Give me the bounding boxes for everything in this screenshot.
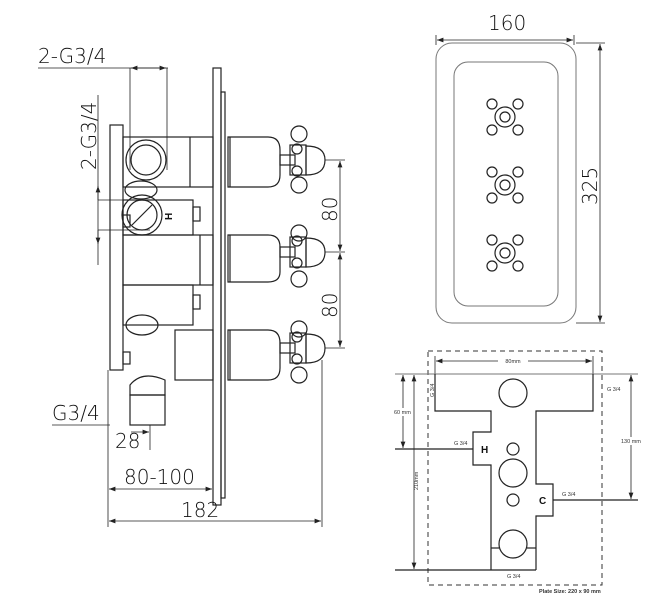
bottom-outlet-label: G 3/4 — [507, 574, 520, 580]
hot-inlet-label: G 3/4 — [454, 441, 467, 447]
cross-handles — [486, 98, 524, 272]
template-width-dim: 80mm — [505, 359, 521, 365]
outlet-depth-dim: 28 — [115, 429, 140, 453]
spacing-dim-1: 80 — [318, 197, 342, 222]
outlet-label: G3/4 — [52, 401, 100, 425]
top-to-hot-dim: 60 mm — [394, 410, 411, 416]
valve-handles — [227, 125, 326, 384]
hot-marker: H — [164, 213, 175, 220]
total-height-dim: 210mm — [414, 471, 420, 490]
width-dim: 160 — [488, 11, 526, 35]
rough-in-template: 80mm H C 60 mm 210mm 130 mm G 3/4 G 3/4 … — [394, 350, 644, 595]
front-view: 160 325 — [435, 11, 605, 324]
spacing-dim-2: 80 — [318, 293, 342, 318]
side-view: 2-G3/4 2-G3/4 H — [38, 44, 345, 527]
cold-inlet-marker: C — [539, 496, 546, 507]
plate-size-label: Plate Size: 220 x 90 mm — [539, 589, 601, 595]
top-left-label: G 3/4 — [430, 384, 436, 397]
top-to-cold-dim: 130 mm — [621, 439, 641, 445]
wall-depth-dim: 80-100 — [124, 465, 195, 489]
top-inlets-label: 2-G3/4 — [38, 44, 106, 68]
cold-inlet-label: G 3/4 — [562, 492, 575, 498]
top-right-label: G 3/4 — [607, 387, 620, 393]
height-dim: 325 — [578, 167, 602, 205]
hot-inlet-marker: H — [481, 445, 488, 456]
total-depth-dim: 182 — [181, 498, 219, 522]
side-inlets-label: 2-G3/4 — [77, 102, 101, 170]
